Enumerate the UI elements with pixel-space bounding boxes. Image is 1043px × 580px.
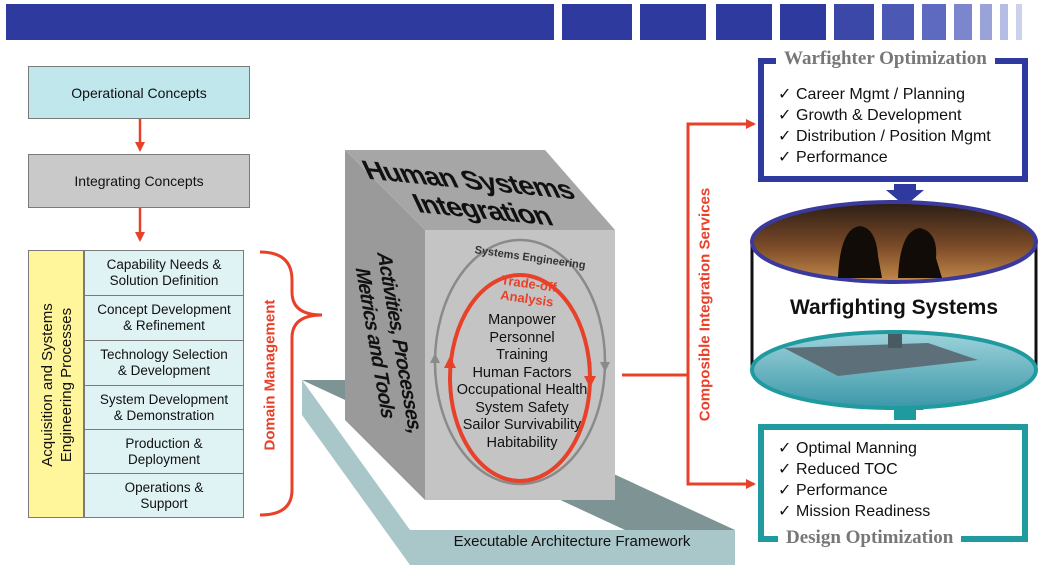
banner-bar-10 xyxy=(1000,4,1008,40)
check-icon: ✓ xyxy=(778,86,792,103)
check-icon: ✓ xyxy=(778,440,792,457)
hsi-domain-list: Manpower Personnel Training Human Factor… xyxy=(452,312,592,452)
domain-personnel: Personnel xyxy=(489,329,555,346)
process-line2: Deployment xyxy=(127,451,201,467)
domain-training: Training xyxy=(496,347,548,363)
banner-bar-9 xyxy=(980,4,992,40)
operational-concepts-label: Operational Concepts xyxy=(71,84,207,101)
process-operations-support: Operations &Support xyxy=(84,473,244,518)
warfighter-items: ✓Career Mgmt / Planning ✓Growth & Develo… xyxy=(778,84,991,168)
process-line1: Capability Needs & xyxy=(106,257,222,272)
soldier-shape xyxy=(838,226,882,278)
process-line2: & Demonstration xyxy=(113,407,215,423)
warfighter-item-text: Performance xyxy=(796,149,888,166)
process-line1: Technology Selection xyxy=(100,347,228,362)
acquisition-label-line1: Acquisition and Systems xyxy=(39,303,56,467)
design-optimization-title: Design Optimization xyxy=(778,527,962,549)
platform-left-face xyxy=(302,380,410,565)
banner-bar-1 xyxy=(562,4,632,40)
domain-human-factors: Human Factors xyxy=(472,364,572,381)
process-line1: Concept Development xyxy=(97,302,231,317)
soldier-shape xyxy=(898,228,942,278)
platform-front-face xyxy=(410,530,735,565)
cube-top-face xyxy=(345,150,615,230)
process-line2: Support xyxy=(140,495,188,511)
cube-side-face xyxy=(345,150,425,500)
process-line2: & Refinement xyxy=(123,318,205,333)
composible-line-down xyxy=(686,375,756,489)
design-item: ✓Optimal Manning xyxy=(778,438,930,459)
down-arrow-icon xyxy=(886,184,924,206)
warfighter-item: ✓Performance xyxy=(778,147,991,168)
process-line2: Solution Definition xyxy=(109,273,219,288)
design-items: ✓Optimal Manning ✓Reduced TOC ✓Performan… xyxy=(778,438,930,522)
banner-bar-3 xyxy=(716,4,772,40)
process-line1: System Development xyxy=(99,391,229,407)
warfighter-optimization-title: Warfighter Optimization xyxy=(776,48,995,70)
domain-management-brace xyxy=(259,250,323,517)
banner-bar-6 xyxy=(882,4,914,40)
design-item: ✓Performance xyxy=(778,480,930,501)
check-icon: ✓ xyxy=(778,107,792,124)
warfighter-item-text: Career Mgmt / Planning xyxy=(796,86,965,103)
acquisition-label-box: Acquisition and Systems Engineering Proc… xyxy=(28,250,84,518)
process-line1: Production & xyxy=(125,435,203,451)
check-icon: ✓ xyxy=(778,461,792,478)
integrating-concepts-box: Integrating Concepts xyxy=(28,154,250,208)
warfighter-item: ✓Career Mgmt / Planning xyxy=(778,84,991,105)
architecture-framework-label: Executable Architecture Framework xyxy=(453,533,691,550)
design-item: ✓Reduced TOC xyxy=(778,459,930,480)
process-system-development: System Development& Demonstration xyxy=(84,385,244,430)
check-icon: ✓ xyxy=(778,482,792,499)
banner-bar-11 xyxy=(1016,4,1022,40)
operational-concepts-box: Operational Concepts xyxy=(28,66,250,119)
banner-bar-4 xyxy=(780,4,826,40)
composible-integration-label: Composible Integration Services xyxy=(696,187,714,422)
warfighter-item-text: Distribution / Position Mgmt xyxy=(796,128,991,145)
check-icon: ✓ xyxy=(778,128,792,145)
banner-bar-2 xyxy=(640,4,706,40)
warfighting-systems-label: Warfighting Systems xyxy=(789,296,999,319)
banner-bar-main xyxy=(6,4,554,40)
domain-manpower: Manpower xyxy=(488,312,556,328)
carrier-hull xyxy=(784,343,978,376)
design-item-text: Mission Readiness xyxy=(796,503,931,520)
check-icon: ✓ xyxy=(778,503,792,520)
process-line2: & Development xyxy=(117,363,211,378)
hsi-cube xyxy=(345,150,615,500)
process-concept-development: Concept Development& Refinement xyxy=(84,295,244,341)
domain-habitability: Habitability xyxy=(486,434,558,451)
design-optimization-panel: ✓Optimal Manning ✓Reduced TOC ✓Performan… xyxy=(758,424,1028,542)
banner-bar-5 xyxy=(834,4,874,40)
process-technology-selection: Technology Selection& Development xyxy=(84,340,244,386)
soldiers-silhouette-icon xyxy=(750,200,1038,284)
banner-bar-7 xyxy=(922,4,946,40)
warfighter-item-text: Growth & Development xyxy=(796,107,962,124)
acquisition-label-line2: Engineering Processes xyxy=(58,307,75,463)
acquisition-label: Acquisition and Systems Engineering Proc… xyxy=(29,251,85,519)
composible-line-up xyxy=(686,119,756,375)
process-line1: Operations & xyxy=(124,479,204,495)
warfighting-systems-cylinder xyxy=(750,200,1038,410)
design-item: ✓Mission Readiness xyxy=(778,501,930,522)
check-icon: ✓ xyxy=(778,149,792,166)
domain-management-label: Domain Management xyxy=(261,299,279,451)
design-item-text: Performance xyxy=(796,482,888,499)
domain-occupational-health: Occupational Health xyxy=(456,382,588,398)
process-capability-needs: Capability Needs &Solution Definition xyxy=(84,250,244,296)
cube-front-face xyxy=(425,230,615,500)
banner-bar-8 xyxy=(954,4,972,40)
design-item-text: Optimal Manning xyxy=(796,440,917,457)
integrating-concepts-label: Integrating Concepts xyxy=(74,173,204,189)
process-production-deployment: Production &Deployment xyxy=(84,429,244,474)
design-item-text: Reduced TOC xyxy=(796,461,898,478)
warfighter-item: ✓Growth & Development xyxy=(778,105,991,126)
warfighter-item: ✓Distribution / Position Mgmt xyxy=(778,126,991,147)
domain-system-safety: System Safety xyxy=(475,399,569,416)
carrier-tower xyxy=(888,334,902,348)
warfighter-optimization-panel: ✓Career Mgmt / Planning ✓Growth & Develo… xyxy=(758,58,1028,182)
tradeoff-loops xyxy=(430,238,610,486)
domain-sailor-survivability: Sailor Survivability xyxy=(462,417,582,433)
